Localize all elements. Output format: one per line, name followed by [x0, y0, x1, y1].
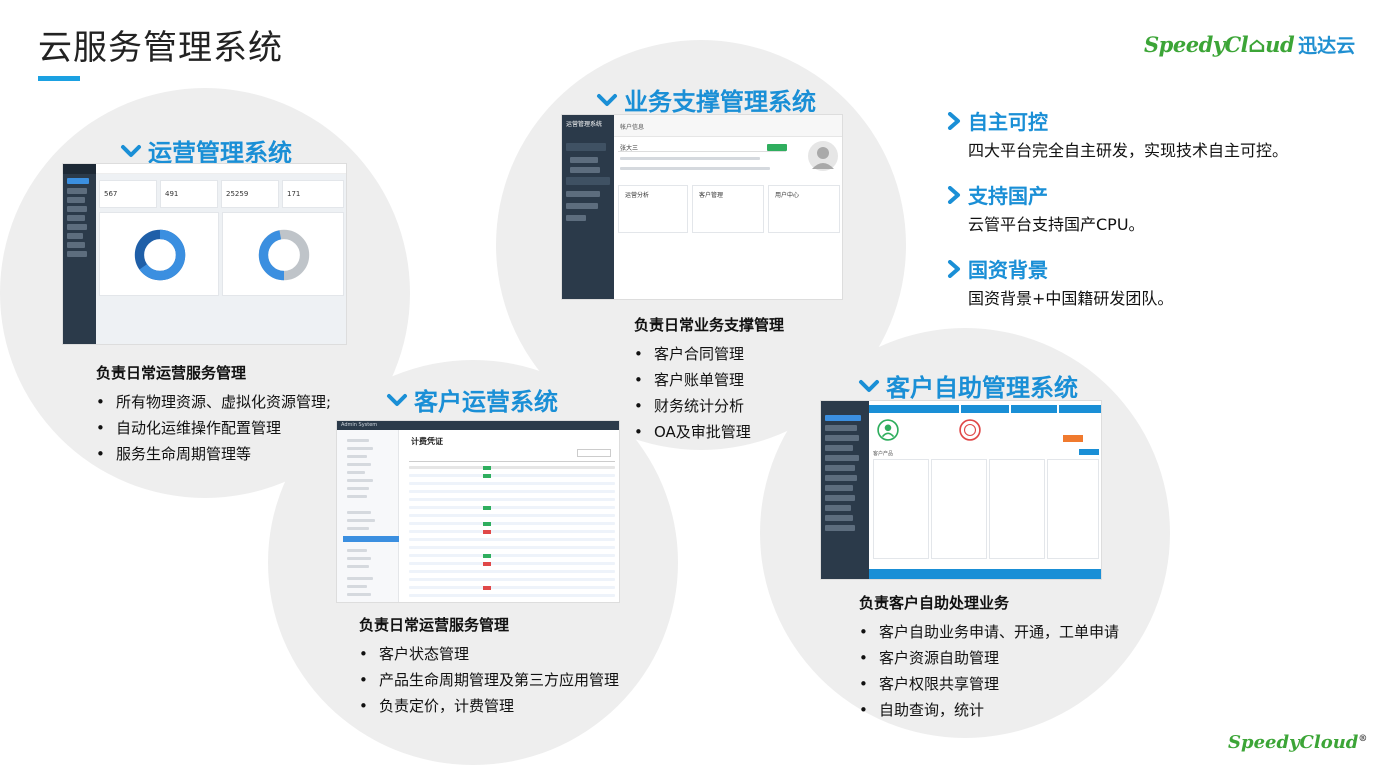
speedycloud-logo: SpeedyCl⌂ud 迅达云	[1144, 28, 1355, 60]
chevron-right-icon	[948, 185, 960, 204]
chevron-down-icon	[859, 379, 879, 392]
cust-desc-title: 负责日常运营服务管理	[359, 616, 510, 634]
cust-screenshot: Admin System 计费凭证	[336, 420, 620, 603]
feature-title: 国资背景	[968, 258, 1048, 282]
feature-title: 自主可控	[968, 110, 1048, 134]
biz-user-name: 张大三	[620, 145, 639, 152]
list-item: 财务统计分析	[634, 393, 784, 419]
list-item: 客户自助业务申请、开通，工单申请	[859, 619, 1119, 645]
ops-screenshot: 567 491 25259 171	[62, 163, 347, 345]
list-item: 服务生命周期管理等	[96, 441, 331, 467]
self-screenshot: 客户产品	[820, 400, 1102, 580]
self-title-text: 客户自助管理系统	[886, 374, 1078, 402]
card-title: 客户管理	[699, 192, 724, 199]
page-title: 云服务管理系统	[38, 28, 283, 68]
stat-value: 171	[287, 190, 301, 198]
list-item: 客户合同管理	[634, 341, 784, 367]
chevron-down-icon	[121, 144, 141, 157]
footer-logo-text: SpeedyCloud	[1228, 732, 1359, 753]
list-item: 自动化运维操作配置管理	[96, 415, 331, 441]
ops-title-text: 运营管理系统	[148, 139, 292, 167]
list-item: 所有物理资源、虚拟化资源管理;	[96, 389, 331, 415]
biz-system-title: 业务支撑管理系统	[596, 82, 816, 117]
biz-section-title: 帐户信息	[620, 124, 645, 131]
cust-page-title: 计费凭证	[411, 437, 443, 446]
feature-desc: 四大平台完全自主研发，实现技术自主可控。	[968, 141, 1289, 160]
cust-app-header: Admin System	[341, 422, 378, 428]
feature-state-owned: 国资背景 国资背景+中国籍研发团队。	[946, 254, 1326, 309]
chevron-down-icon	[387, 393, 407, 406]
biz-description: 负责日常业务支撑管理 客户合同管理 客户账单管理 财务统计分析 OA及审批管理	[634, 314, 784, 445]
chevron-down-icon	[597, 93, 617, 106]
list-item: 客户权限共享管理	[859, 671, 1119, 697]
user-avatar-icon	[877, 419, 899, 441]
self-description: 负责客户自助处理业务 客户自助业务申请、开通，工单申请 客户资源自助管理 客户权…	[859, 592, 1119, 723]
feature-domestic: 支持国产 云管平台支持国产CPU。	[946, 180, 1326, 235]
ops-system-title: 运营管理系统	[120, 133, 292, 168]
avatar	[808, 141, 838, 171]
list-item: 客户资源自助管理	[859, 645, 1119, 671]
feature-desc: 云管平台支持国产CPU。	[968, 215, 1145, 234]
biz-screenshot: 运营管理系统 帐户信息 张大三 运营分析 客户管理 用户中心	[561, 114, 843, 300]
feature-independent: 自主可控 四大平台完全自主研发，实现技术自主可控。	[946, 106, 1326, 161]
donut-chart	[258, 229, 310, 281]
card-title: 运营分析	[625, 192, 650, 199]
chevron-right-icon	[948, 259, 960, 278]
logo-cn-text: 迅达云	[1298, 34, 1356, 57]
biz-desc-title: 负责日常业务支撑管理	[634, 316, 785, 334]
list-item: 产品生命周期管理及第三方应用管理	[359, 667, 619, 693]
list-item: 客户状态管理	[359, 641, 619, 667]
title-underline	[38, 76, 80, 81]
cust-title-text: 客户运营系统	[414, 388, 558, 416]
cust-description: 负责日常运营服务管理 客户状态管理 产品生命周期管理及第三方应用管理 负责定价，…	[359, 614, 619, 719]
self-desc-title: 负责客户自助处理业务	[859, 594, 1010, 612]
self-section-title: 客户产品	[873, 451, 894, 457]
registered-mark: ®	[1358, 734, 1368, 744]
list-item: 客户账单管理	[634, 367, 784, 393]
stat-value: 491	[165, 190, 179, 198]
footer-logo: SpeedyCloud®	[1228, 732, 1367, 753]
stat-value: 25259	[226, 190, 249, 198]
card-title: 用户中心	[775, 192, 800, 199]
chevron-right-icon	[948, 111, 960, 130]
feature-desc: 国资背景+中国籍研发团队。	[968, 289, 1174, 308]
stat-value: 567	[104, 190, 118, 198]
logo-brand-text: SpeedyCl⌂ud	[1144, 31, 1295, 57]
ops-description: 负责日常运营服务管理 所有物理资源、虚拟化资源管理; 自动化运维操作配置管理 服…	[96, 362, 331, 467]
donut-chart	[134, 229, 186, 281]
biz-app-header: 运营管理系统	[566, 121, 603, 128]
feature-title: 支持国产	[968, 184, 1048, 208]
cust-system-title: 客户运营系统	[386, 382, 558, 417]
list-item: 自助查询，统计	[859, 697, 1119, 723]
seal-stamp-icon	[959, 419, 981, 441]
list-item: 负责定价，计费管理	[359, 693, 619, 719]
biz-title-text: 业务支撑管理系统	[624, 88, 816, 116]
ops-desc-title: 负责日常运营服务管理	[96, 364, 247, 382]
self-system-title: 客户自助管理系统	[858, 368, 1078, 403]
list-item: OA及审批管理	[634, 419, 784, 445]
